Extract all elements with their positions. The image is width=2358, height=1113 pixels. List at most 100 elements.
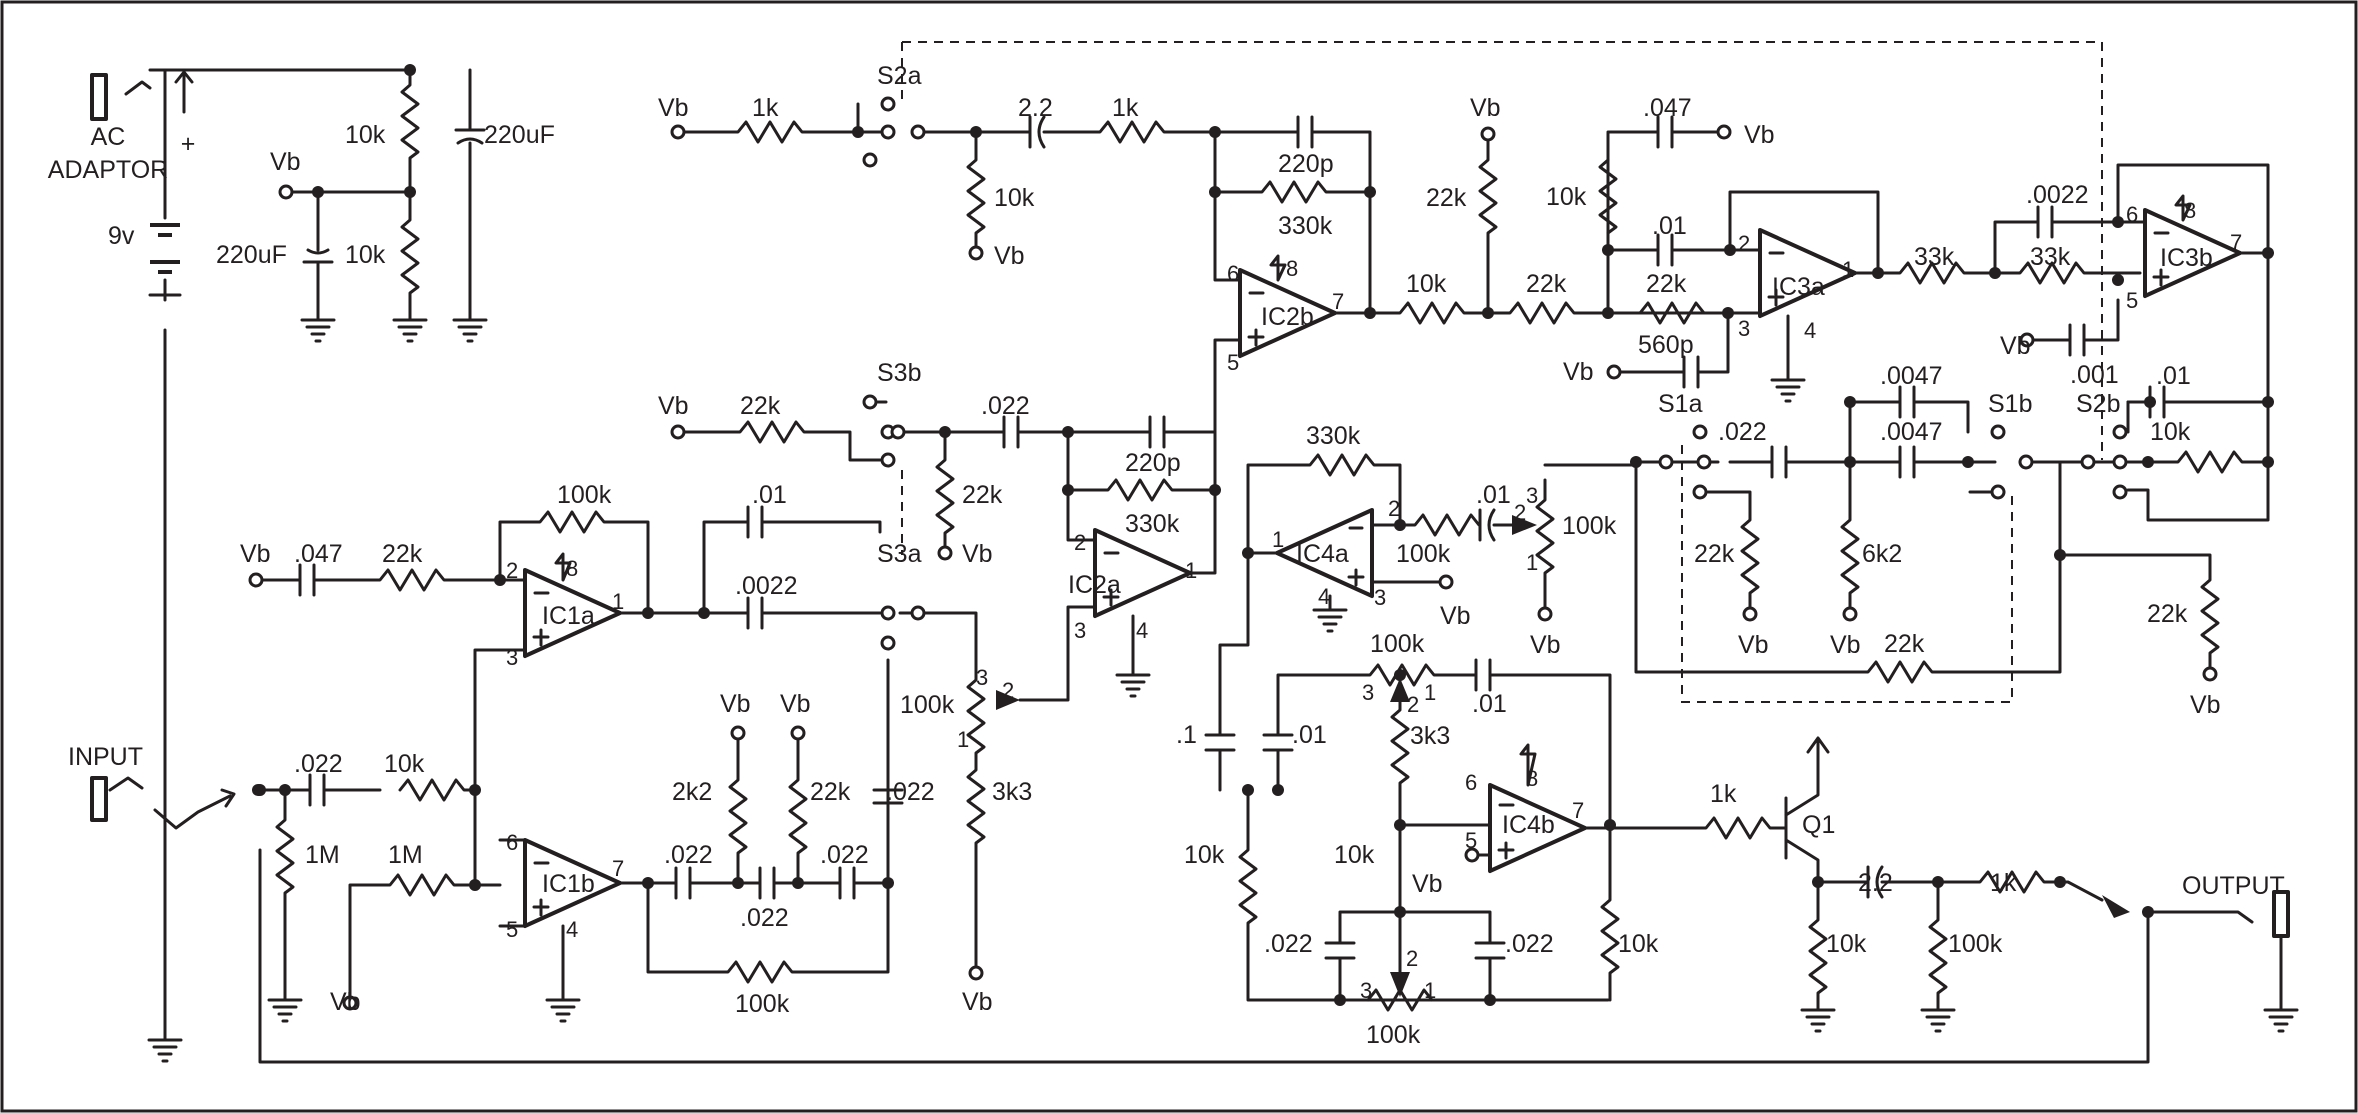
- ic3b-pin7: 7: [2230, 230, 2242, 255]
- dashed-switch-outlines: [901, 41, 2103, 703]
- vb-s3b-shunt: Vb: [962, 540, 993, 568]
- c-022-s1: .022: [1718, 418, 1767, 446]
- vb-22k-right: Vb: [2190, 691, 2221, 719]
- ic4b-stage: [1238, 658, 1788, 1012]
- pot-ic4b-bottom-pin2: 2: [1406, 946, 1418, 971]
- vb-ic4b: Vb: [1412, 870, 1443, 898]
- ic4a-stage: [1204, 453, 1638, 792]
- vb-c560p: Vb: [1563, 358, 1594, 386]
- r-1k-q1: 1k: [1710, 780, 1737, 808]
- vb-1M-ic1b: Vb: [330, 988, 361, 1016]
- r-10k-input: 10k: [384, 750, 425, 778]
- r-22k-ic3a: 22k: [1646, 270, 1687, 298]
- ac-adapter-label-2: ADAPTOR: [48, 156, 168, 184]
- r-22k-s1-shunt: 22k: [1694, 540, 1735, 568]
- r-100k-ic1a: 100k: [557, 481, 612, 509]
- ic2b-pin6: 6: [1227, 261, 1239, 286]
- r-1M-ic1b: 1M: [388, 841, 423, 869]
- pot-100k-ic4b-top: 100k: [1370, 630, 1425, 658]
- ic4b-pin8: 8: [1526, 766, 1538, 791]
- r-22k-right: 22k: [2147, 600, 2188, 628]
- ic1a-pin8: 8: [566, 556, 578, 581]
- c-022-ic4b-left: .022: [1264, 930, 1313, 958]
- c-220p-ic2b: 220p: [1278, 150, 1334, 178]
- vb-2k2: Vb: [720, 690, 751, 718]
- ic2a-stage: [678, 338, 1242, 972]
- c-001: .001: [2070, 361, 2119, 389]
- s1a-label: S1a: [1658, 390, 1703, 418]
- ic3b-pin6: 6: [2126, 202, 2138, 227]
- r-22k-top: 22k: [1426, 184, 1467, 212]
- c-022-s3a: .022: [886, 778, 935, 806]
- r-10k-ic2b-out: 10k: [1406, 270, 1447, 298]
- ic4a-pin4: 4: [1318, 584, 1330, 609]
- c-022-ic1b-1: .022: [664, 841, 713, 869]
- q1: Q1: [1802, 811, 1835, 839]
- pot-100k-ic4a-pin1: 1: [1526, 550, 1538, 575]
- pot-ic4b-top-pin1: 1: [1424, 680, 1436, 705]
- r-6k2: 6k2: [1862, 540, 1902, 568]
- ic1a: IC1a: [542, 602, 595, 630]
- r-22k-s3b-shunt: 22k: [962, 481, 1003, 509]
- ic3a-stage: [1598, 115, 2147, 389]
- battery-9v: 9v: [108, 222, 135, 250]
- vb-3k3-s3a: Vb: [962, 988, 993, 1016]
- ic2a: IC2a: [1068, 571, 1121, 599]
- c-047-ic1a: .047: [294, 540, 343, 568]
- ic3a-pin2: 2: [1738, 231, 1750, 256]
- ground-symbols: [147, 318, 2299, 1063]
- ic1b: IC1b: [542, 870, 595, 898]
- battery-plus: +: [181, 130, 196, 158]
- ic2b: IC2b: [1261, 303, 1314, 331]
- c-022-ic1b-2: .022: [740, 904, 789, 932]
- vb-c001: Vb: [2000, 332, 2031, 360]
- r-22k-ic1a: 22k: [382, 540, 423, 568]
- pot-100k-s3a-pin1: 1: [957, 727, 969, 752]
- r-10k-s2b: 10k: [2150, 418, 2191, 446]
- c-2.2-s2a: 2.2: [1018, 94, 1053, 122]
- pot-100k-ic4a-pin3: 3: [1526, 483, 1538, 508]
- r-100k-ic4a: 100k: [1396, 540, 1451, 568]
- vb-22k-top: Vb: [1470, 94, 1501, 122]
- s2a-label: S2a: [877, 62, 922, 90]
- c-01-ic4a: .01: [1476, 481, 1511, 509]
- ic2b-pin8: 8: [1286, 256, 1298, 281]
- ic4b-pin7: 7: [1572, 798, 1584, 823]
- pot-100k-s3a: 100k: [900, 691, 955, 719]
- ic3b-pin8: 8: [2184, 198, 2196, 223]
- ic3a-pin3: 3: [1738, 316, 1750, 341]
- vb-6k2: Vb: [1830, 631, 1861, 659]
- c-01-ic1a: .01: [752, 481, 787, 509]
- c-1-ic4b: .1: [1176, 721, 1197, 749]
- c-01-ic3a: .01: [1652, 212, 1687, 240]
- pot-ic4b-bottom-pin1: 1: [1424, 978, 1436, 1003]
- ic2a-pin2: 2: [1074, 530, 1086, 555]
- c-220p-ic2a: 220p: [1125, 449, 1181, 477]
- pot-100k-ic4a-pin2: 2: [1514, 500, 1526, 525]
- vb-ic1a-in: Vb: [240, 540, 271, 568]
- vb-bias: Vb: [270, 148, 301, 176]
- c-2.2-out: 2.2: [1858, 869, 1893, 897]
- r-22k-ic1b: 22k: [810, 778, 851, 806]
- ic4b: IC4b: [1502, 811, 1555, 839]
- junction-dots: [252, 64, 2274, 1006]
- ic3b-pin5: 5: [2126, 288, 2138, 313]
- c-0047-bottom: .0047: [1880, 418, 1943, 446]
- r-1M-shunt: 1M: [305, 841, 340, 869]
- ic1a-pin1: 1: [612, 589, 624, 614]
- ic1b-stage: [498, 658, 904, 1002]
- r-33k-ic3b: 33k: [2030, 243, 2071, 271]
- s2b-label: S2b: [2076, 390, 2120, 418]
- s1-filter-section: [1634, 385, 2220, 684]
- r-3k3-s3a: 3k3: [992, 778, 1032, 806]
- s1b-label: S1b: [1988, 390, 2032, 418]
- r-10k-ic4b-right: 10k: [1618, 930, 1659, 958]
- r-10k-s2a-shunt: 10k: [994, 184, 1035, 212]
- c-220uF-top: 220uF: [484, 121, 555, 149]
- vb-22k-s1: Vb: [1738, 631, 1769, 659]
- ic4a-pin3: 3: [1374, 585, 1386, 610]
- pot-ic4b-top-pin2: 2: [1407, 692, 1419, 717]
- output-label: OUTPUT: [2182, 872, 2285, 900]
- r-33k-ic3a-out: 33k: [1914, 243, 1955, 271]
- ic1a-pin3: 3: [506, 645, 518, 670]
